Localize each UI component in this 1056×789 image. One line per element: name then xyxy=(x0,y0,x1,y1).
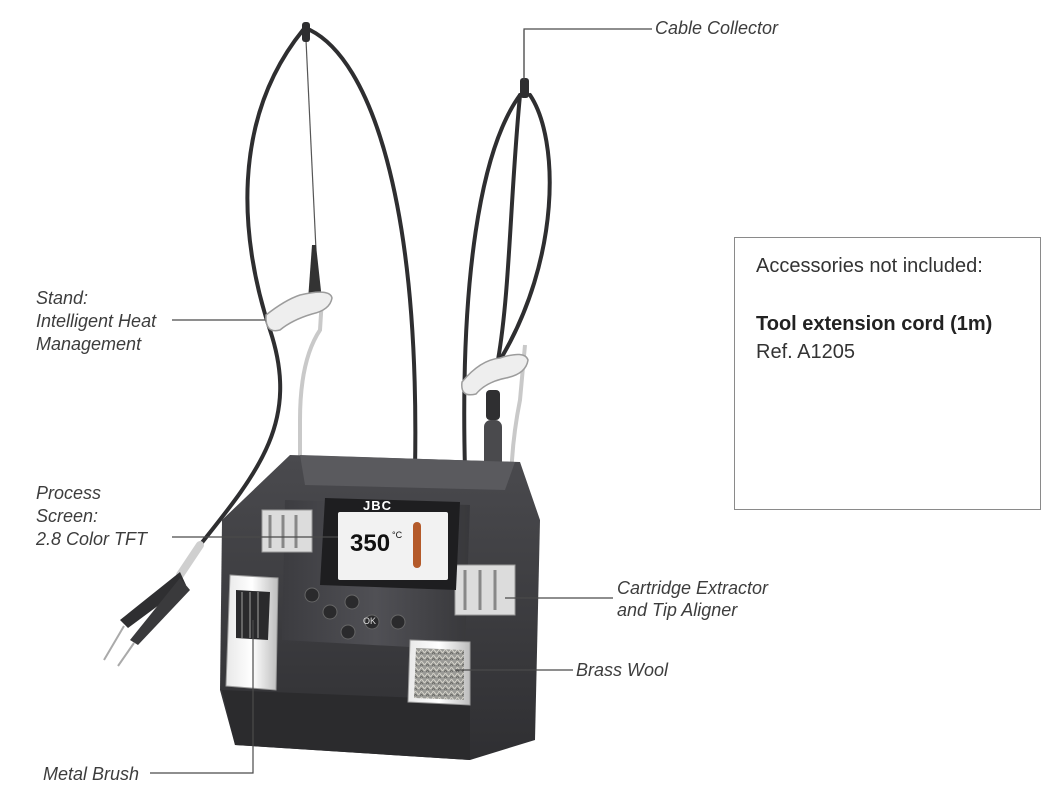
left-stand-wire xyxy=(298,297,324,460)
right-cartridge-extractor xyxy=(454,564,516,616)
soldering-iron-icon xyxy=(413,522,421,568)
label-metal-brush: Metal Brush xyxy=(43,764,140,784)
label-cartridge-extractor-line-2: and Tip Aligner xyxy=(617,600,738,620)
label-stand-line-1: Stand: xyxy=(36,288,89,308)
metal-brush-holder xyxy=(225,574,279,691)
left-cartridge-extractor xyxy=(261,509,313,553)
right-stand-holder xyxy=(461,353,529,396)
tft-display: 350 °C xyxy=(338,512,448,580)
display-temperature: 350 xyxy=(350,530,391,557)
left-stand-holder xyxy=(265,291,333,332)
label-stand-line-2: Intelligent Heat xyxy=(36,311,157,331)
accessory-item-name: Tool extension cord (1m) xyxy=(756,313,993,335)
label-process-screen-line-3: 2.8 Color TFT xyxy=(36,529,148,549)
left-cable-holder-string xyxy=(305,39,317,251)
ok-button: OK xyxy=(363,616,377,626)
brand-logo: JBC xyxy=(363,498,393,513)
accessory-item-ref: Ref. A1205 xyxy=(756,341,855,363)
display-unit: °C xyxy=(392,530,403,540)
control-buttons xyxy=(304,587,406,640)
right-stand-wire xyxy=(508,344,527,511)
accessories-box: Accessories not included: Tool extension… xyxy=(734,237,1041,510)
left-tweezers xyxy=(103,541,204,667)
label-brass-wool: Brass Wool xyxy=(576,660,669,680)
accessories-heading: Accessories not included: xyxy=(756,255,983,277)
label-process-screen-line-1: Process xyxy=(36,483,102,503)
label-cartridge-extractor-line-1: Cartridge Extractor xyxy=(617,578,769,598)
brass-wool-holder xyxy=(407,639,471,706)
right-tool-cable xyxy=(462,93,552,472)
label-cable-collector: Cable Collector xyxy=(655,18,779,38)
leader-lines xyxy=(150,28,652,774)
label-stand-line-3: Management xyxy=(36,334,142,354)
label-process-screen-line-2: Screen: xyxy=(36,506,99,526)
